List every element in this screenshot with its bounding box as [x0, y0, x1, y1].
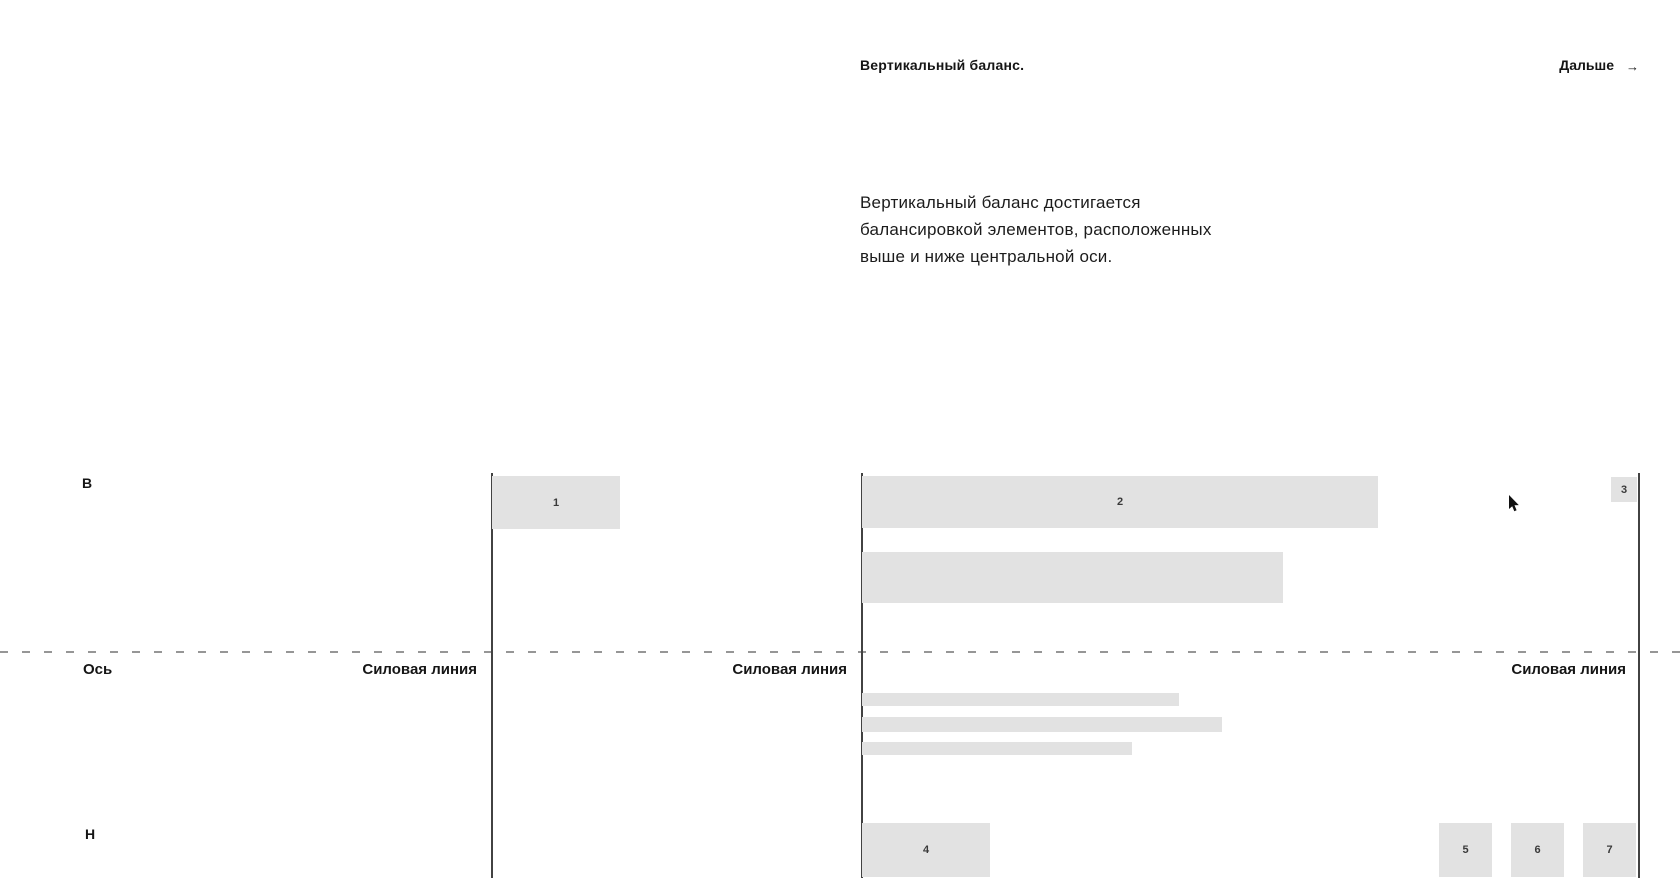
mouse-cursor-icon [1509, 495, 1519, 512]
intro-line: балансировкой элементов, расположенных [860, 220, 1212, 239]
next-button-label: Дальше [1559, 57, 1614, 73]
block-number: 4 [922, 844, 930, 856]
force-line-1 [491, 473, 493, 878]
block-5: 5 [1439, 823, 1492, 877]
block-number: 5 [1462, 844, 1469, 856]
central-axis-dashed-line [0, 651, 1680, 653]
block-6: 6 [1511, 823, 1564, 877]
force-line-2 [861, 473, 863, 878]
block-2: 2 [862, 476, 1378, 528]
block-number: 6 [1534, 844, 1541, 856]
block-3: 3 [1611, 477, 1637, 502]
next-button[interactable]: Дальше → [1559, 57, 1639, 74]
block-number: 3 [1620, 483, 1628, 496]
block-4: 4 [862, 823, 990, 877]
intro-text: Вертикальный баланс достигается балансиро… [860, 189, 1212, 270]
bar-unnumbered [862, 742, 1132, 755]
block-7: 7 [1583, 823, 1636, 877]
label-upper-v: В [82, 475, 93, 491]
block-number: 7 [1606, 844, 1613, 856]
label-axis: Ось [83, 661, 113, 678]
bar-unnumbered [862, 693, 1179, 706]
page-title: Вертикальный баланс. [860, 57, 1025, 73]
block-1: 1 [492, 476, 620, 529]
block-number: 1 [552, 496, 560, 509]
intro-line: Вертикальный баланс достигается [860, 193, 1141, 212]
bar-unnumbered [862, 717, 1222, 732]
bar-unnumbered [862, 552, 1283, 603]
force-line-label-1: Силовая линия [362, 661, 477, 678]
force-line-label-3: Силовая линия [1511, 661, 1626, 678]
block-number: 2 [1116, 496, 1124, 508]
force-line-label-2: Силовая линия [732, 661, 847, 678]
force-line-3 [1638, 473, 1640, 878]
label-lower-n: Н [85, 826, 96, 842]
intro-line: выше и ниже центральной оси. [860, 247, 1113, 266]
arrow-right-icon: → [1626, 58, 1639, 74]
